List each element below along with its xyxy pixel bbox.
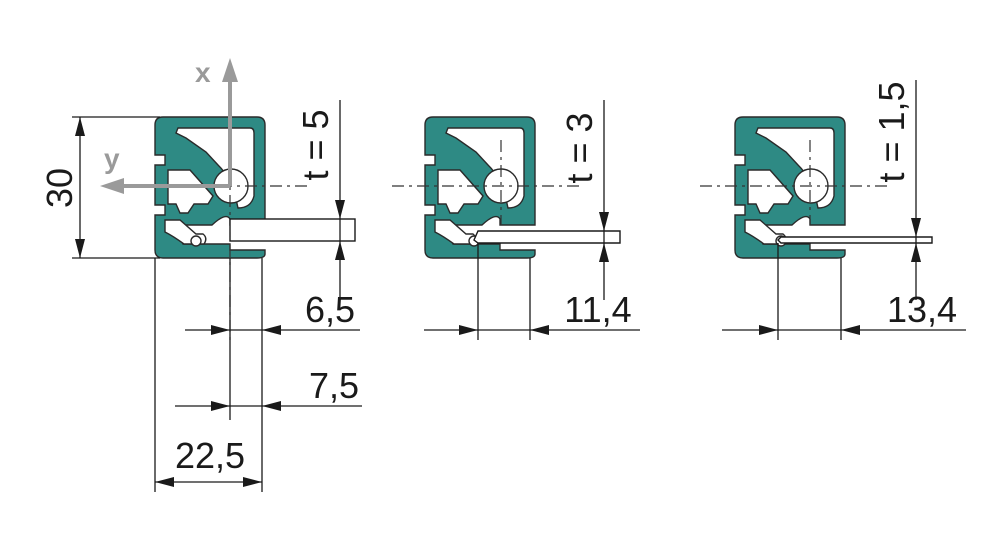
dimension-thickness-1: t = 5 <box>295 100 345 300</box>
dimension-thickness-2: t = 3 <box>559 100 609 300</box>
thickness-3-label: t = 1,5 <box>871 81 912 182</box>
x-axis-label: x <box>195 57 211 88</box>
profile-2 <box>424 116 536 259</box>
y-axis-arrowhead <box>100 178 124 194</box>
thickness-1-arrow-bottom <box>335 241 345 260</box>
height-label: 30 <box>39 168 80 208</box>
offset-7-5-arrow-left <box>211 401 230 411</box>
height-arrow-bottom <box>75 239 85 258</box>
thickness-2-label: t = 3 <box>559 112 600 183</box>
dimension-height: 30 <box>39 116 160 259</box>
offset-11-4-label: 11,4 <box>564 289 631 330</box>
thickness-2-arrow-bottom <box>599 243 609 262</box>
x-axis-arrowhead <box>222 58 238 82</box>
coordinate-axes: x y <box>100 57 238 194</box>
dimension-width: 22,5 <box>155 435 262 487</box>
offset-13-4-arrow-right <box>841 325 860 335</box>
thickness-3-arrow-bottom <box>911 243 921 262</box>
offset-7-5-label: 7,5 <box>309 365 359 406</box>
width-arrow-left <box>155 477 174 487</box>
profile-3-slot <box>747 169 794 214</box>
profile-2-strip <box>473 230 621 244</box>
offset-13-4-label: 13,4 <box>887 289 957 330</box>
offset-11-4-arrow-right <box>530 325 549 335</box>
offset-13-4-arrow-left <box>759 325 778 335</box>
dimension-thickness-3: t = 1,5 <box>871 80 921 300</box>
offset-6-5-arrow-left <box>211 325 230 335</box>
offset-6-5-label: 6,5 <box>305 289 355 330</box>
thickness-1-arrow-top <box>335 200 345 219</box>
y-axis-label: y <box>104 143 120 174</box>
offset-11-4-arrow-left <box>459 325 478 335</box>
thickness-2-arrow-top <box>599 212 609 231</box>
profile-1-strip <box>229 218 356 242</box>
offset-7-5-arrow-right <box>262 401 281 411</box>
thickness-3-arrow-top <box>911 218 921 237</box>
width-label: 22,5 <box>175 435 245 476</box>
dimension-offset-13-4: 13,4 <box>722 289 966 335</box>
width-arrow-right <box>243 477 262 487</box>
profile-1-slot <box>167 169 214 214</box>
thickness-1-label: t = 5 <box>295 109 336 180</box>
dimension-offset-11-4: 11,4 <box>424 289 640 335</box>
profile-2-slot <box>437 169 484 214</box>
offset-6-5-arrow-right <box>262 325 281 335</box>
dimension-offset-6-5: 6,5 <box>185 289 360 335</box>
profile-3-strip <box>777 236 933 244</box>
height-arrow-top <box>75 117 85 136</box>
profile-1-groove-hole <box>190 235 202 247</box>
dimension-offset-7-5: 7,5 <box>175 365 362 411</box>
